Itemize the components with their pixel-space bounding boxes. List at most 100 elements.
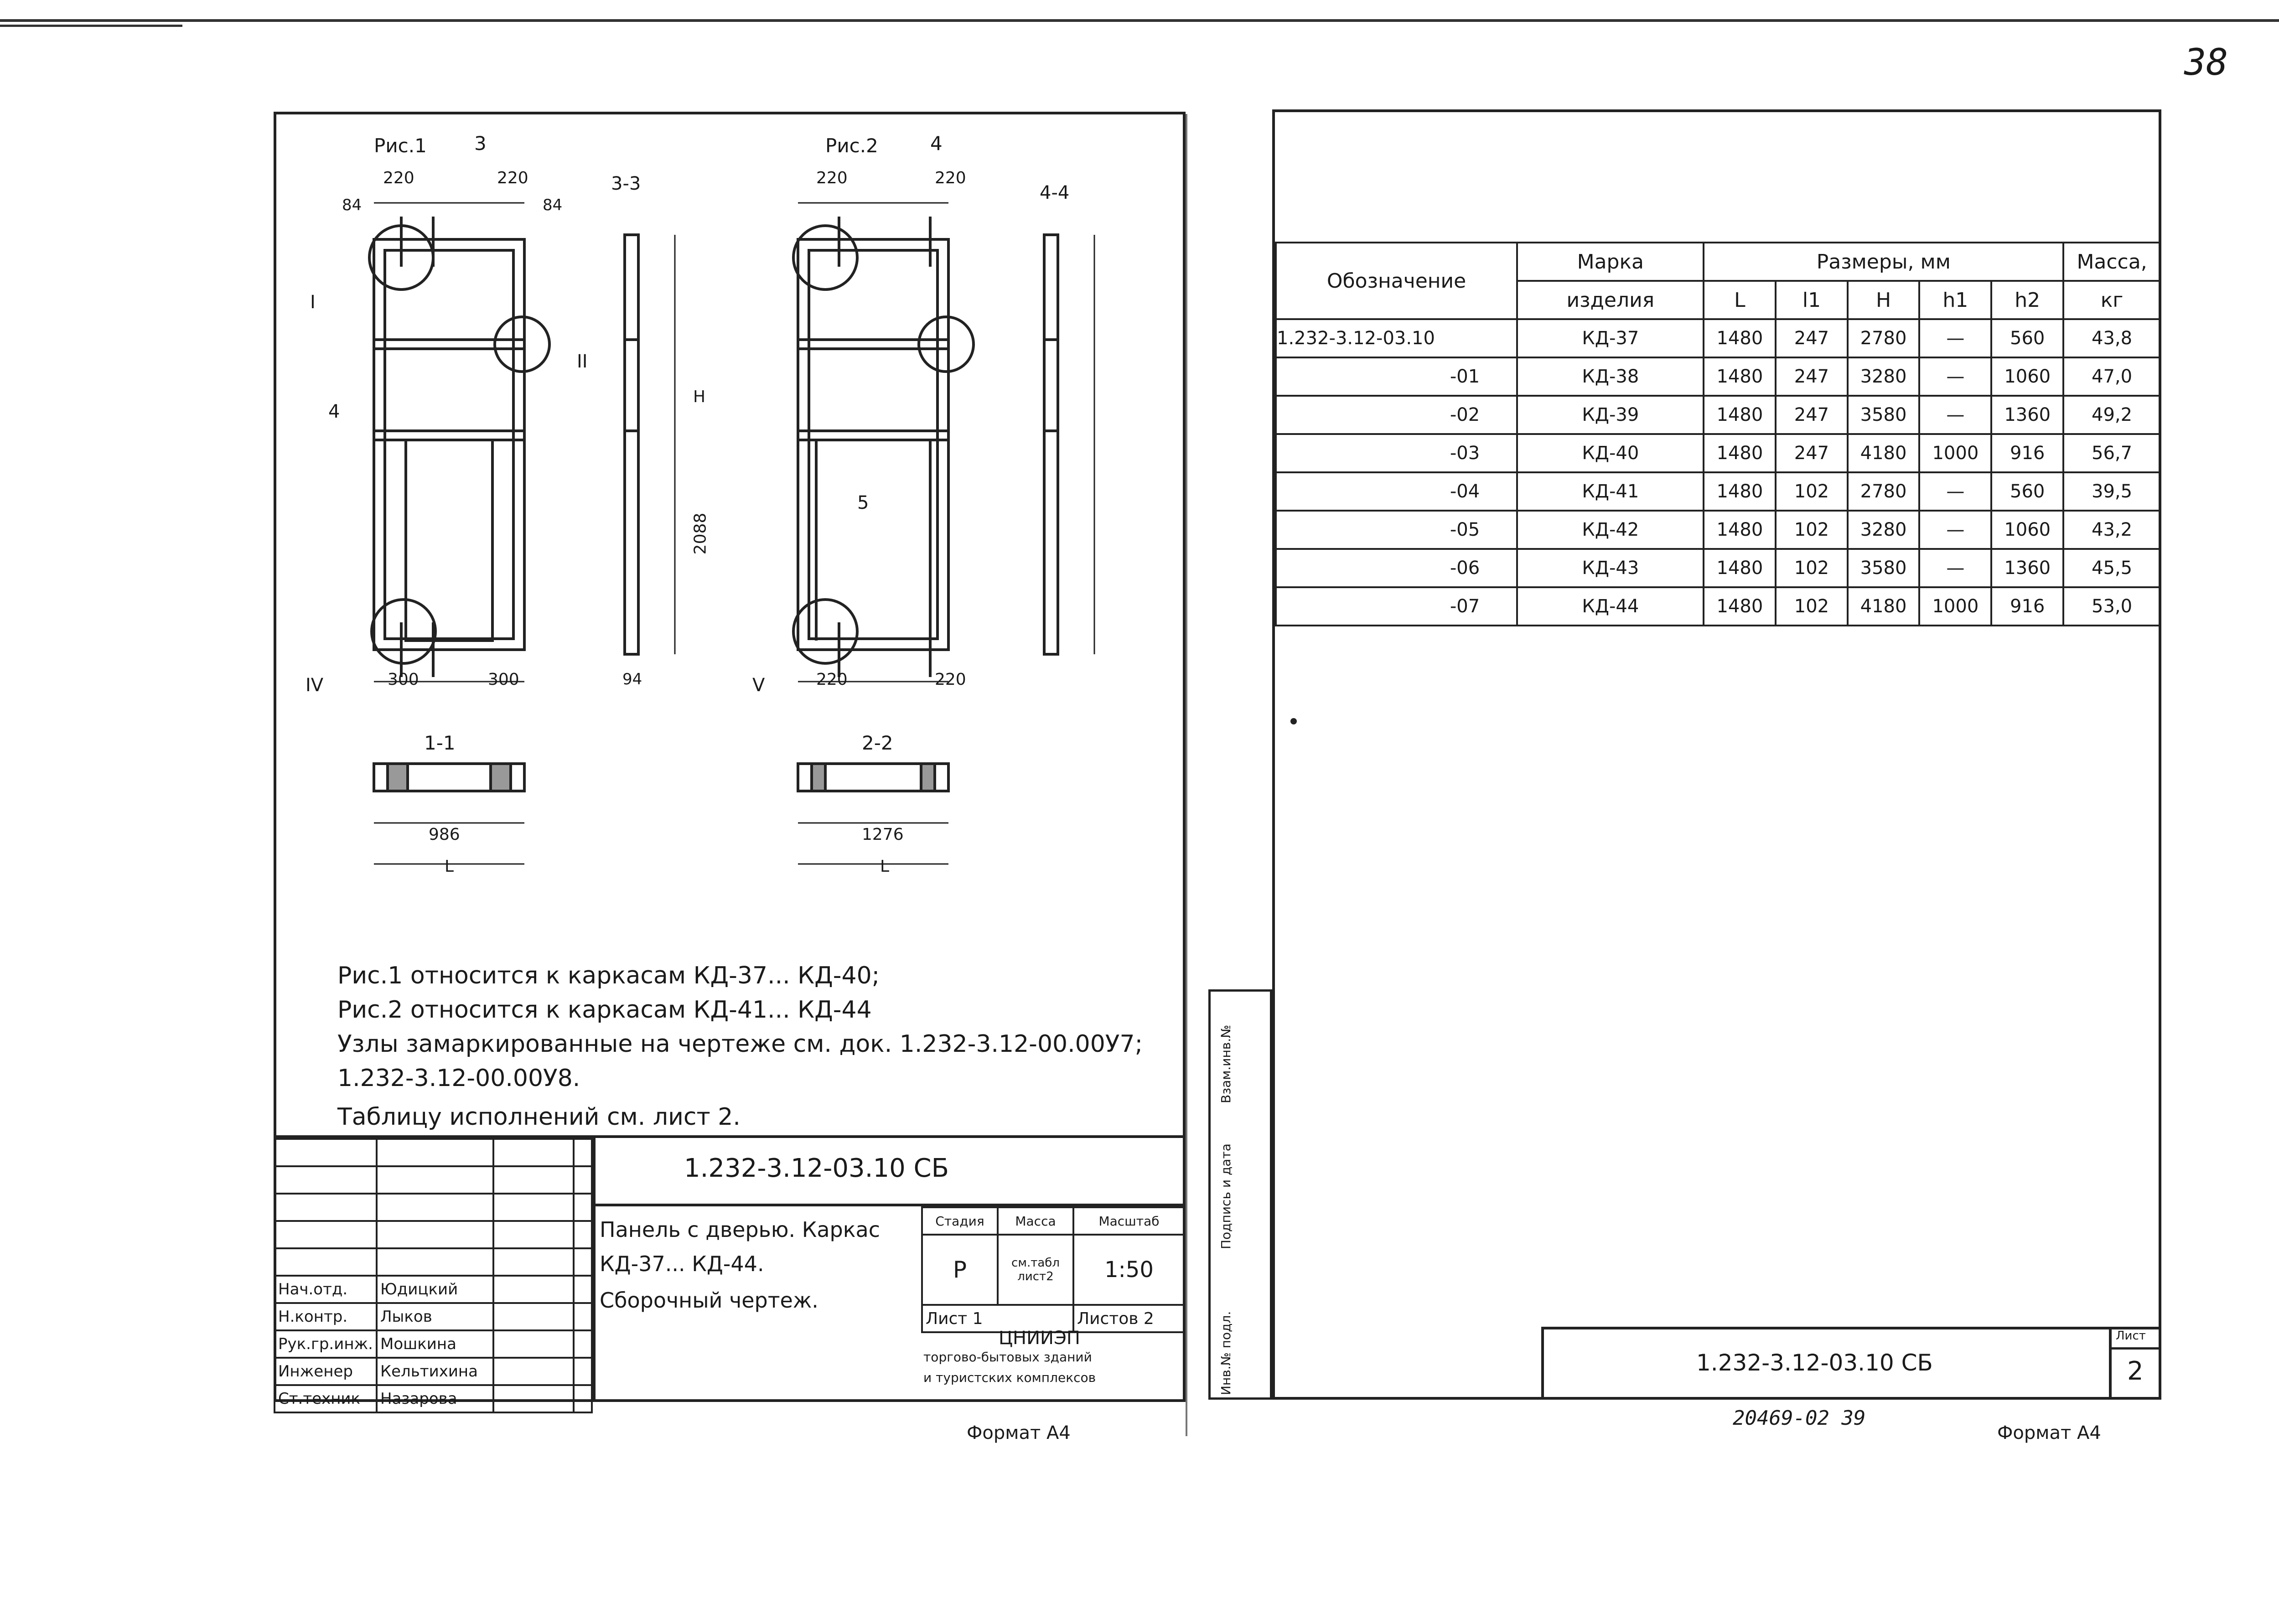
section-1-1-label: 1-1 [424, 732, 456, 754]
table-cell: 1480 [1703, 433, 1777, 473]
org-line-2: торгово-бытовых зданий [923, 1350, 1092, 1365]
header-col-h1: h1 [1918, 280, 1993, 320]
title-line-1: Панель с дверью. Каркас [600, 1217, 881, 1242]
table-cell: 2780 [1846, 471, 1921, 512]
section-2-2-label: 2-2 [862, 732, 893, 754]
header-col-H: H [1846, 280, 1921, 320]
node-circle-fig2-bottom [792, 598, 859, 665]
table-cell: 3280 [1846, 510, 1921, 550]
dim-L-2: L [880, 857, 890, 876]
part-4-label: 4 [328, 401, 340, 422]
table-cell: 102 [1775, 586, 1849, 626]
table-cell: 247 [1775, 318, 1849, 358]
format-label-right: Формат А4 [1997, 1422, 2101, 1443]
fig2-dim-bottom-right: 220 [935, 670, 966, 689]
table-cell: 560 [1990, 318, 2065, 358]
spec-table: Обозначение Марка Размеры, мм Масса, изд… [1274, 242, 2161, 626]
table-cell: -02 [1274, 395, 1518, 435]
node-circle-fig2-top [792, 224, 859, 291]
org-line-3: и туристских комплексов [923, 1370, 1096, 1385]
section-3-3 [623, 233, 640, 656]
table-cell: КД-43 [1516, 548, 1705, 588]
table-cell: 3580 [1846, 548, 1921, 588]
right-title-block [1541, 1327, 2161, 1400]
stage-value: Р [921, 1234, 999, 1306]
table-cell: 1480 [1703, 471, 1777, 512]
node-I-label: I [310, 292, 316, 313]
table-cell: КД-40 [1516, 433, 1705, 473]
sig-role-3: Инженер [274, 1357, 378, 1386]
fig2-dim-top-right: 220 [935, 169, 966, 187]
table-cell: КД-38 [1516, 357, 1705, 397]
stage-mass-scale-block: Стадия Масса Масштаб Р см.табл лист2 1:5… [921, 1206, 1186, 1333]
title-block [274, 1135, 1186, 1405]
table-cell: 916 [1990, 433, 2065, 473]
table-cell: — [1918, 318, 1993, 358]
table-cell: — [1918, 395, 1993, 435]
table-cell: 1060 [1990, 510, 2065, 550]
header-dims: Размеры, мм [1703, 242, 2065, 282]
stage-header: Стадия [921, 1206, 999, 1236]
sig-role-1: Н.контр. [274, 1302, 378, 1331]
table-cell: 1480 [1703, 357, 1777, 397]
table-cell: — [1918, 510, 1993, 550]
side-label-inv: Инв.№ подл. [1218, 1311, 1233, 1395]
scale-value: 1:50 [1072, 1234, 1186, 1306]
left-sheet-frame [274, 112, 1186, 1402]
section-4-4 [1043, 233, 1059, 656]
table-cell: 247 [1775, 357, 1849, 397]
header-mass-2: кг [2062, 280, 2161, 320]
sheet-number-right: 2 [2127, 1356, 2144, 1386]
header-mark-2: изделия [1516, 280, 1705, 320]
section-4-4-label: 4-4 [1040, 182, 1070, 203]
table-cell: 49,2 [2062, 395, 2161, 435]
dim-L-1: L [445, 857, 454, 876]
scale-header: Масштаб [1072, 1206, 1186, 1236]
table-cell: 1.232-3.12-03.10 [1274, 318, 1518, 358]
sig-name-1: Лыков [375, 1302, 494, 1331]
table-cell: 3580 [1846, 395, 1921, 435]
note-line-5: Таблицу исполнений см. лист 2. [337, 1103, 741, 1131]
sig-role-2: Рук.гр.инж. [274, 1329, 378, 1359]
fig1-dim-84-left: 84 [342, 196, 362, 214]
assembly-drawing [368, 202, 1095, 865]
table-cell: 1360 [1990, 548, 2065, 588]
note-line-2: Рис.2 относится к каркасам КД-41... КД-4… [337, 996, 872, 1024]
title-line-2: КД-37... КД-44. [600, 1252, 764, 1276]
table-cell: КД-37 [1516, 318, 1705, 358]
table-cell: 102 [1775, 510, 1849, 550]
top-rule-left [0, 25, 182, 27]
mass-header: Масса [997, 1206, 1074, 1236]
table-cell: 102 [1775, 471, 1849, 512]
section-2-2 [797, 762, 950, 792]
header-col-l1: l1 [1775, 280, 1849, 320]
table-cell: 1000 [1918, 433, 1993, 473]
header-col-L: L [1703, 280, 1777, 320]
cut-3-label: 3 [474, 132, 487, 155]
table-cell: -07 [1274, 586, 1518, 626]
fig2-dim-top-left: 220 [816, 169, 848, 187]
table-cell: 1360 [1990, 395, 2065, 435]
side-dim-H: H [693, 388, 706, 406]
table-cell: 1480 [1703, 586, 1777, 626]
sheet-separator [1186, 114, 1187, 1436]
table-cell: 1480 [1703, 510, 1777, 550]
table-cell: 247 [1775, 433, 1849, 473]
table-cell: -03 [1274, 433, 1518, 473]
section-3-3-label: 3-3 [611, 173, 641, 194]
node-circle-fig2-right [917, 315, 975, 373]
title-line-3: Сборочный чертеж. [600, 1288, 818, 1313]
fig2-frame-inner [808, 249, 939, 640]
table-cell: 1000 [1918, 586, 1993, 626]
table-cell: 45,5 [2062, 548, 2161, 588]
fig1-dim-top-left: 220 [383, 169, 414, 187]
dim-986: 986 [429, 825, 460, 844]
table-cell: — [1918, 548, 1993, 588]
part-5-label: 5 [857, 492, 869, 513]
table-cell: 3280 [1846, 357, 1921, 397]
